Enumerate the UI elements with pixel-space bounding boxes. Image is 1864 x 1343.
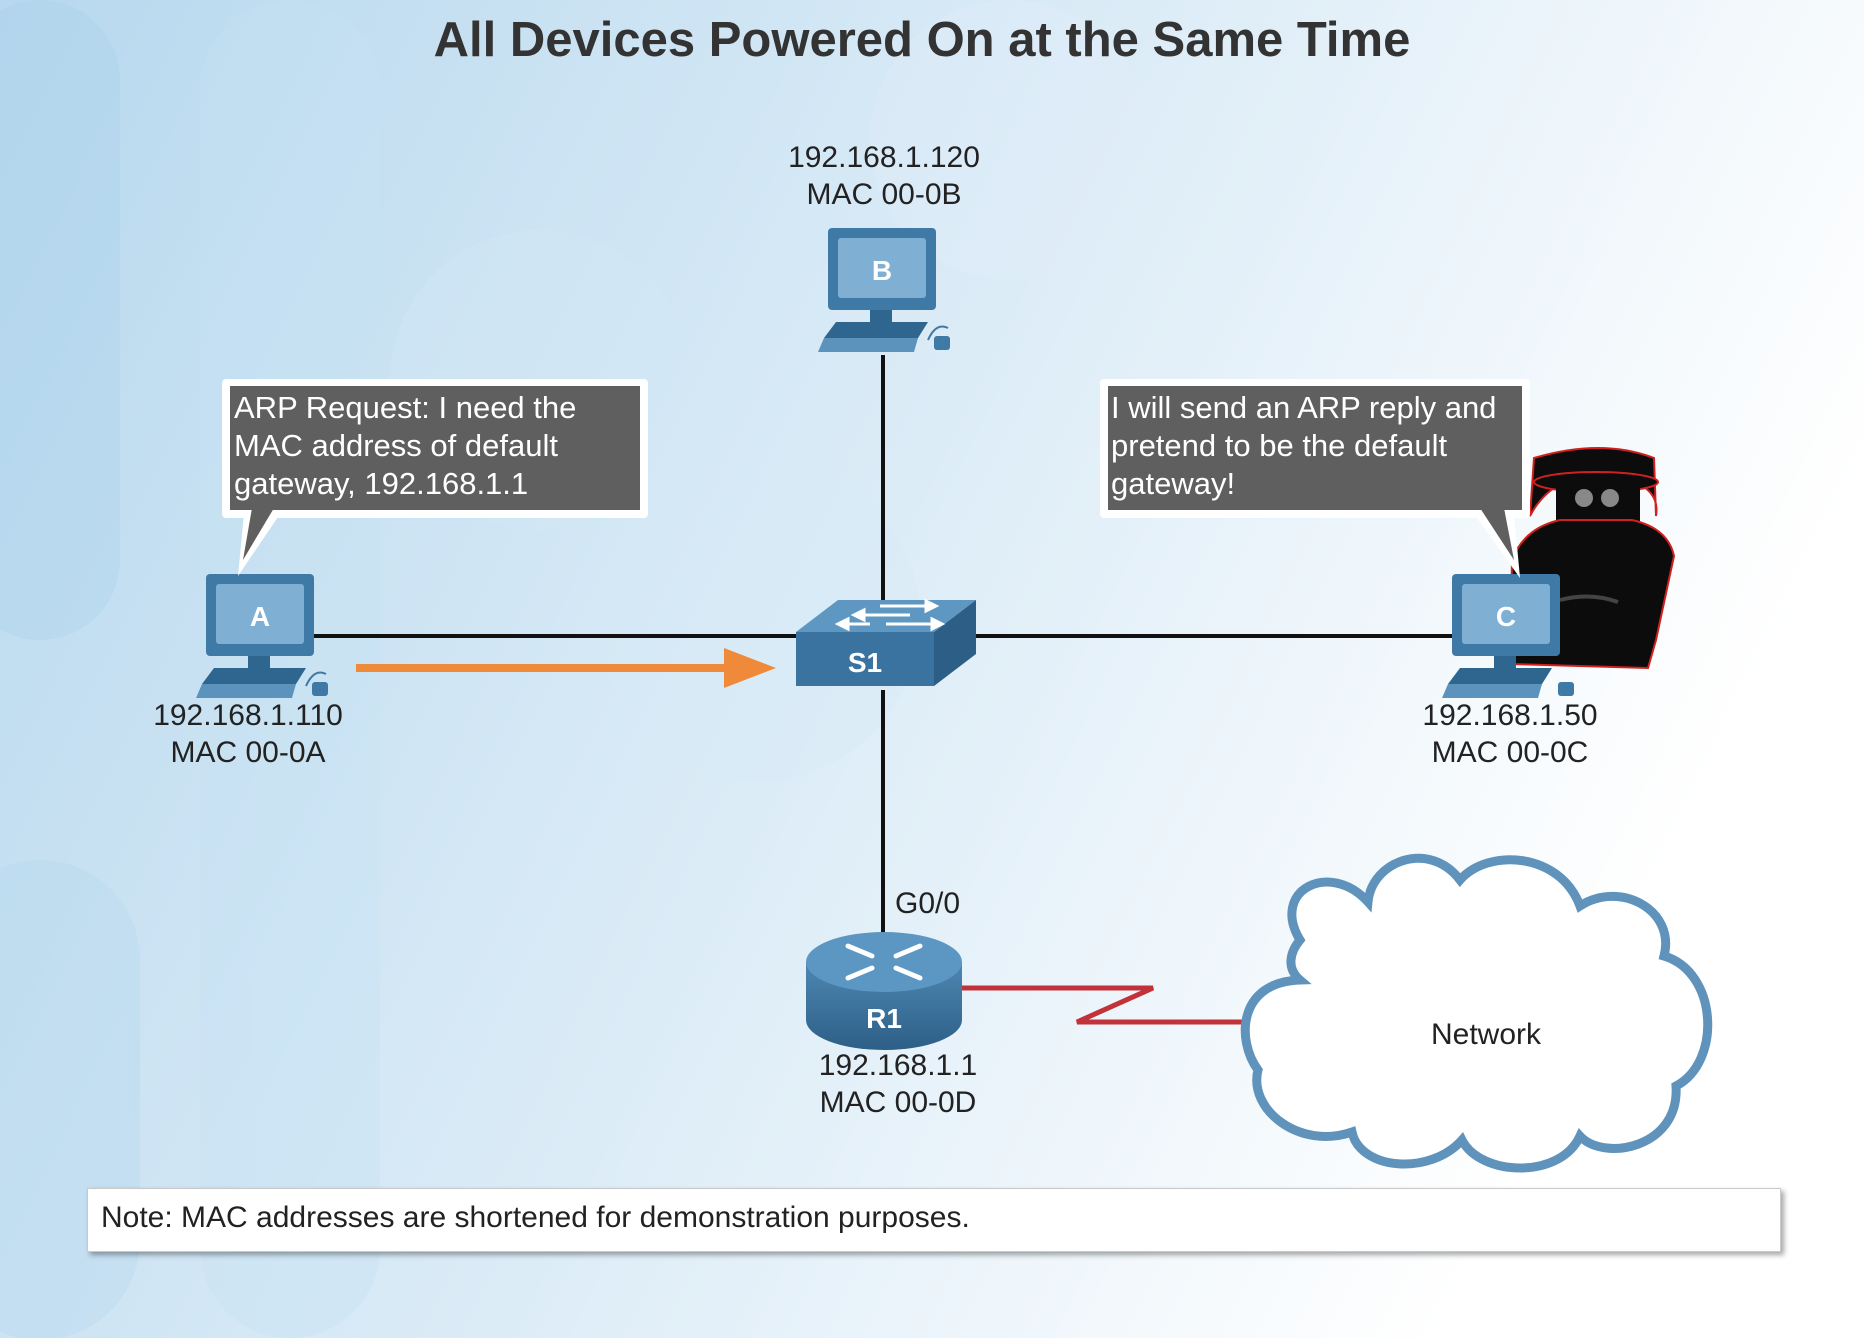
arp-request-arrow <box>356 648 776 688</box>
host-b-mac: MAC 00-0B <box>806 178 961 211</box>
host-c-letter: C <box>1496 601 1516 632</box>
speech-bubble-a: ARP Request: I need the MAC address of d… <box>222 379 648 576</box>
host-c[interactable]: C <box>1442 574 1574 698</box>
router-ip: 192.168.1.1 <box>819 1049 977 1082</box>
host-c-mac: MAC 00-0C <box>1432 736 1589 769</box>
host-a-mac: MAC 00-0A <box>170 736 325 769</box>
switch-label: S1 <box>848 647 882 678</box>
host-b[interactable]: B <box>818 228 950 352</box>
cloud-label: Network <box>1431 1018 1542 1051</box>
bubble-a-line-3: gateway, 192.168.1.1 <box>234 466 528 501</box>
router-arrows-icon <box>845 943 923 981</box>
router-mac: MAC 00-0D <box>820 1086 977 1119</box>
links <box>312 355 1462 1025</box>
bubble-c-line-2: pretend to be the default <box>1111 428 1447 463</box>
speech-bubble-c: I will send an ARP reply and pretend to … <box>1100 379 1530 578</box>
switch-s1[interactable]: S1 <box>796 598 976 686</box>
switch-arrows-icon <box>834 598 946 632</box>
bubble-c-line-1: I will send an ARP reply and <box>1111 390 1496 425</box>
host-b-letter: B <box>872 255 892 286</box>
network-cloud: Network <box>1240 853 1713 1173</box>
host-a-ip: 192.168.1.110 <box>153 699 343 732</box>
router-r1[interactable]: R1 <box>806 932 962 1050</box>
host-c-ip: 192.168.1.50 <box>1422 699 1597 732</box>
note-text: Note: MAC addresses are shortened for de… <box>101 1201 970 1234</box>
serial-link-r1-network <box>962 985 1254 1025</box>
diagram-title: All Devices Powered On at the Same Time <box>434 13 1411 67</box>
host-a[interactable]: A <box>196 574 328 698</box>
router-label: R1 <box>866 1003 902 1034</box>
host-a-letter: A <box>250 601 270 632</box>
note-box: Note: MAC addresses are shortened for de… <box>87 1188 1781 1252</box>
bubble-c-line-3: gateway! <box>1111 466 1235 501</box>
bubble-a-line-2: MAC address of default <box>234 428 558 463</box>
host-b-ip: 192.168.1.120 <box>788 141 980 174</box>
router-interface-label: G0/0 <box>895 887 960 920</box>
bubble-a-line-1: ARP Request: I need the <box>234 390 576 425</box>
